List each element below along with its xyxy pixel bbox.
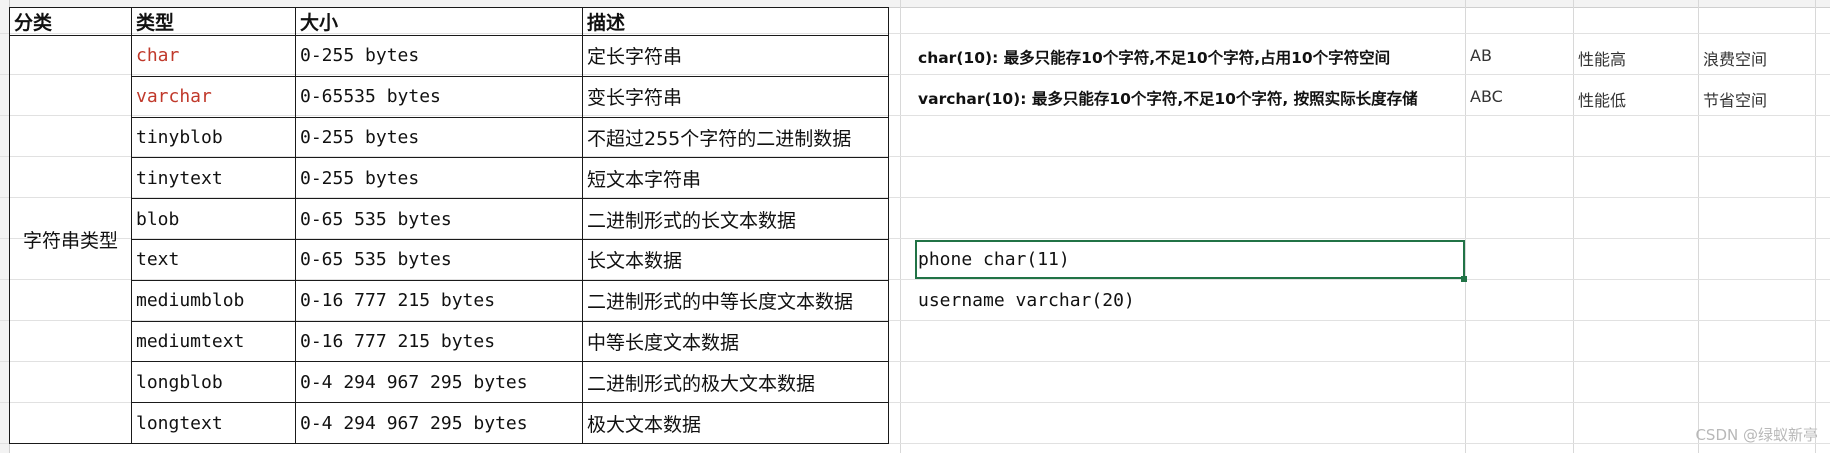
size-cell[interactable]: 0-16 777 215 bytes <box>295 279 583 322</box>
varchar-performance-cell[interactable]: 性能低 <box>1578 91 1627 110</box>
gridline <box>0 33 1830 34</box>
gridline <box>1698 0 1699 453</box>
phone-example-cell[interactable]: phone char(11) <box>918 249 1070 270</box>
header-type[interactable]: 类型 <box>131 7 296 36</box>
table-row: 字符串类型 char 0-255 bytes 定长字符串 <box>9 35 889 444</box>
table-row: mediumtext 0-16 777 215 bytes 中等长度文本数据 <box>10 320 889 363</box>
description-cell[interactable]: 变长字符串 <box>582 75 889 118</box>
varchar-note-cell[interactable]: varchar(10): 最多只能存10个字符,不足10个字符, 按照实际长度存… <box>918 90 1418 108</box>
type-cell[interactable]: char <box>131 35 296 77</box>
size-cell[interactable]: 0-65 535 bytes <box>295 198 583 240</box>
gridline <box>1573 0 1574 453</box>
char-note-cell[interactable]: char(10): 最多只能存10个字符,不足10个字符,占用10个字符空间 <box>918 49 1391 67</box>
description-cell[interactable]: 极大文本数据 <box>582 402 889 444</box>
watermark: CSDN @绿蚁新亭 <box>1695 426 1818 444</box>
username-example-cell[interactable]: username varchar(20) <box>918 290 1135 311</box>
table-row: longblob 0-4 294 967 295 bytes 二进制形式的极大文… <box>10 361 889 404</box>
type-cell[interactable]: tinytext <box>131 157 296 200</box>
gridline <box>0 156 1830 157</box>
table-row: blob 0-65 535 bytes 二进制形式的长文本数据 <box>10 198 889 240</box>
type-cell[interactable]: blob <box>131 198 296 240</box>
type-cell[interactable]: mediumtext <box>131 320 296 363</box>
type-cell[interactable]: text <box>131 238 296 281</box>
size-cell[interactable]: 0-255 bytes <box>295 116 583 159</box>
header-description[interactable]: 描述 <box>582 7 889 36</box>
varchar-example-cell[interactable]: ABC <box>1470 87 1503 106</box>
size-cell[interactable]: 0-4 294 967 295 bytes <box>295 361 583 404</box>
type-cell[interactable]: varchar <box>131 75 296 118</box>
gridline <box>900 0 901 453</box>
size-cell[interactable]: 0-255 bytes <box>295 35 583 77</box>
table-row: varchar 0-65535 bytes 变长字符串 <box>10 75 889 118</box>
header-category[interactable]: 分类 <box>9 7 132 36</box>
description-cell[interactable]: 定长字符串 <box>582 35 889 77</box>
gridline <box>0 361 1830 362</box>
size-cell[interactable]: 0-255 bytes <box>295 157 583 200</box>
gridline <box>0 320 1830 321</box>
table-row: tinyblob 0-255 bytes 不超过255个字符的二进制数据 <box>10 116 889 159</box>
type-cell[interactable]: mediumblob <box>131 279 296 322</box>
string-types-table: 分类 类型 大小 描述 字符串类型 char 0-255 bytes 定长字符串… <box>9 7 889 444</box>
char-space-cell[interactable]: 浪费空间 <box>1703 50 1768 69</box>
description-cell[interactable]: 短文本字符串 <box>582 157 889 200</box>
size-cell[interactable]: 0-16 777 215 bytes <box>295 320 583 363</box>
gridline <box>0 74 1830 75</box>
column-header-bar[interactable] <box>0 0 1830 8</box>
size-cell[interactable]: 0-65535 bytes <box>295 75 583 118</box>
description-cell[interactable]: 中等长度文本数据 <box>582 320 889 363</box>
char-performance-cell[interactable]: 性能高 <box>1578 50 1627 69</box>
gridline <box>0 443 1830 444</box>
table-row: longtext 0-4 294 967 295 bytes 极大文本数据 <box>10 402 889 444</box>
gridline <box>1465 0 1466 453</box>
char-example-cell[interactable]: AB <box>1470 46 1492 65</box>
category-cell[interactable]: 字符串类型 <box>9 35 132 444</box>
gridline <box>0 238 1830 239</box>
gridline <box>1815 0 1816 453</box>
varchar-space-cell[interactable]: 节省空间 <box>1703 91 1768 110</box>
gridline <box>0 115 1830 116</box>
gridline <box>0 197 1830 198</box>
header-size[interactable]: 大小 <box>295 7 583 36</box>
description-cell[interactable]: 二进制形式的中等长度文本数据 <box>582 279 889 322</box>
size-cell[interactable]: 0-4 294 967 295 bytes <box>295 402 583 444</box>
size-cell[interactable]: 0-65 535 bytes <box>295 238 583 281</box>
description-cell[interactable]: 不超过255个字符的二进制数据 <box>582 116 889 159</box>
gridline <box>0 279 1830 280</box>
type-cell[interactable]: tinyblob <box>131 116 296 159</box>
table-row: tinytext 0-255 bytes 短文本字符串 <box>10 157 889 200</box>
table-row: mediumblob 0-16 777 215 bytes 二进制形式的中等长度… <box>10 279 889 322</box>
type-cell[interactable]: longblob <box>131 361 296 404</box>
active-cell-selection[interactable] <box>915 240 1465 279</box>
description-cell[interactable]: 长文本数据 <box>582 238 889 281</box>
description-cell[interactable]: 二进制形式的长文本数据 <box>582 198 889 240</box>
fill-handle[interactable] <box>1461 276 1467 282</box>
description-cell[interactable]: 二进制形式的极大文本数据 <box>582 361 889 404</box>
table-header-row: 分类 类型 大小 描述 <box>9 7 889 36</box>
gridline <box>0 402 1830 403</box>
table-row: text 0-65 535 bytes 长文本数据 <box>10 238 889 281</box>
type-cell[interactable]: longtext <box>131 402 296 444</box>
